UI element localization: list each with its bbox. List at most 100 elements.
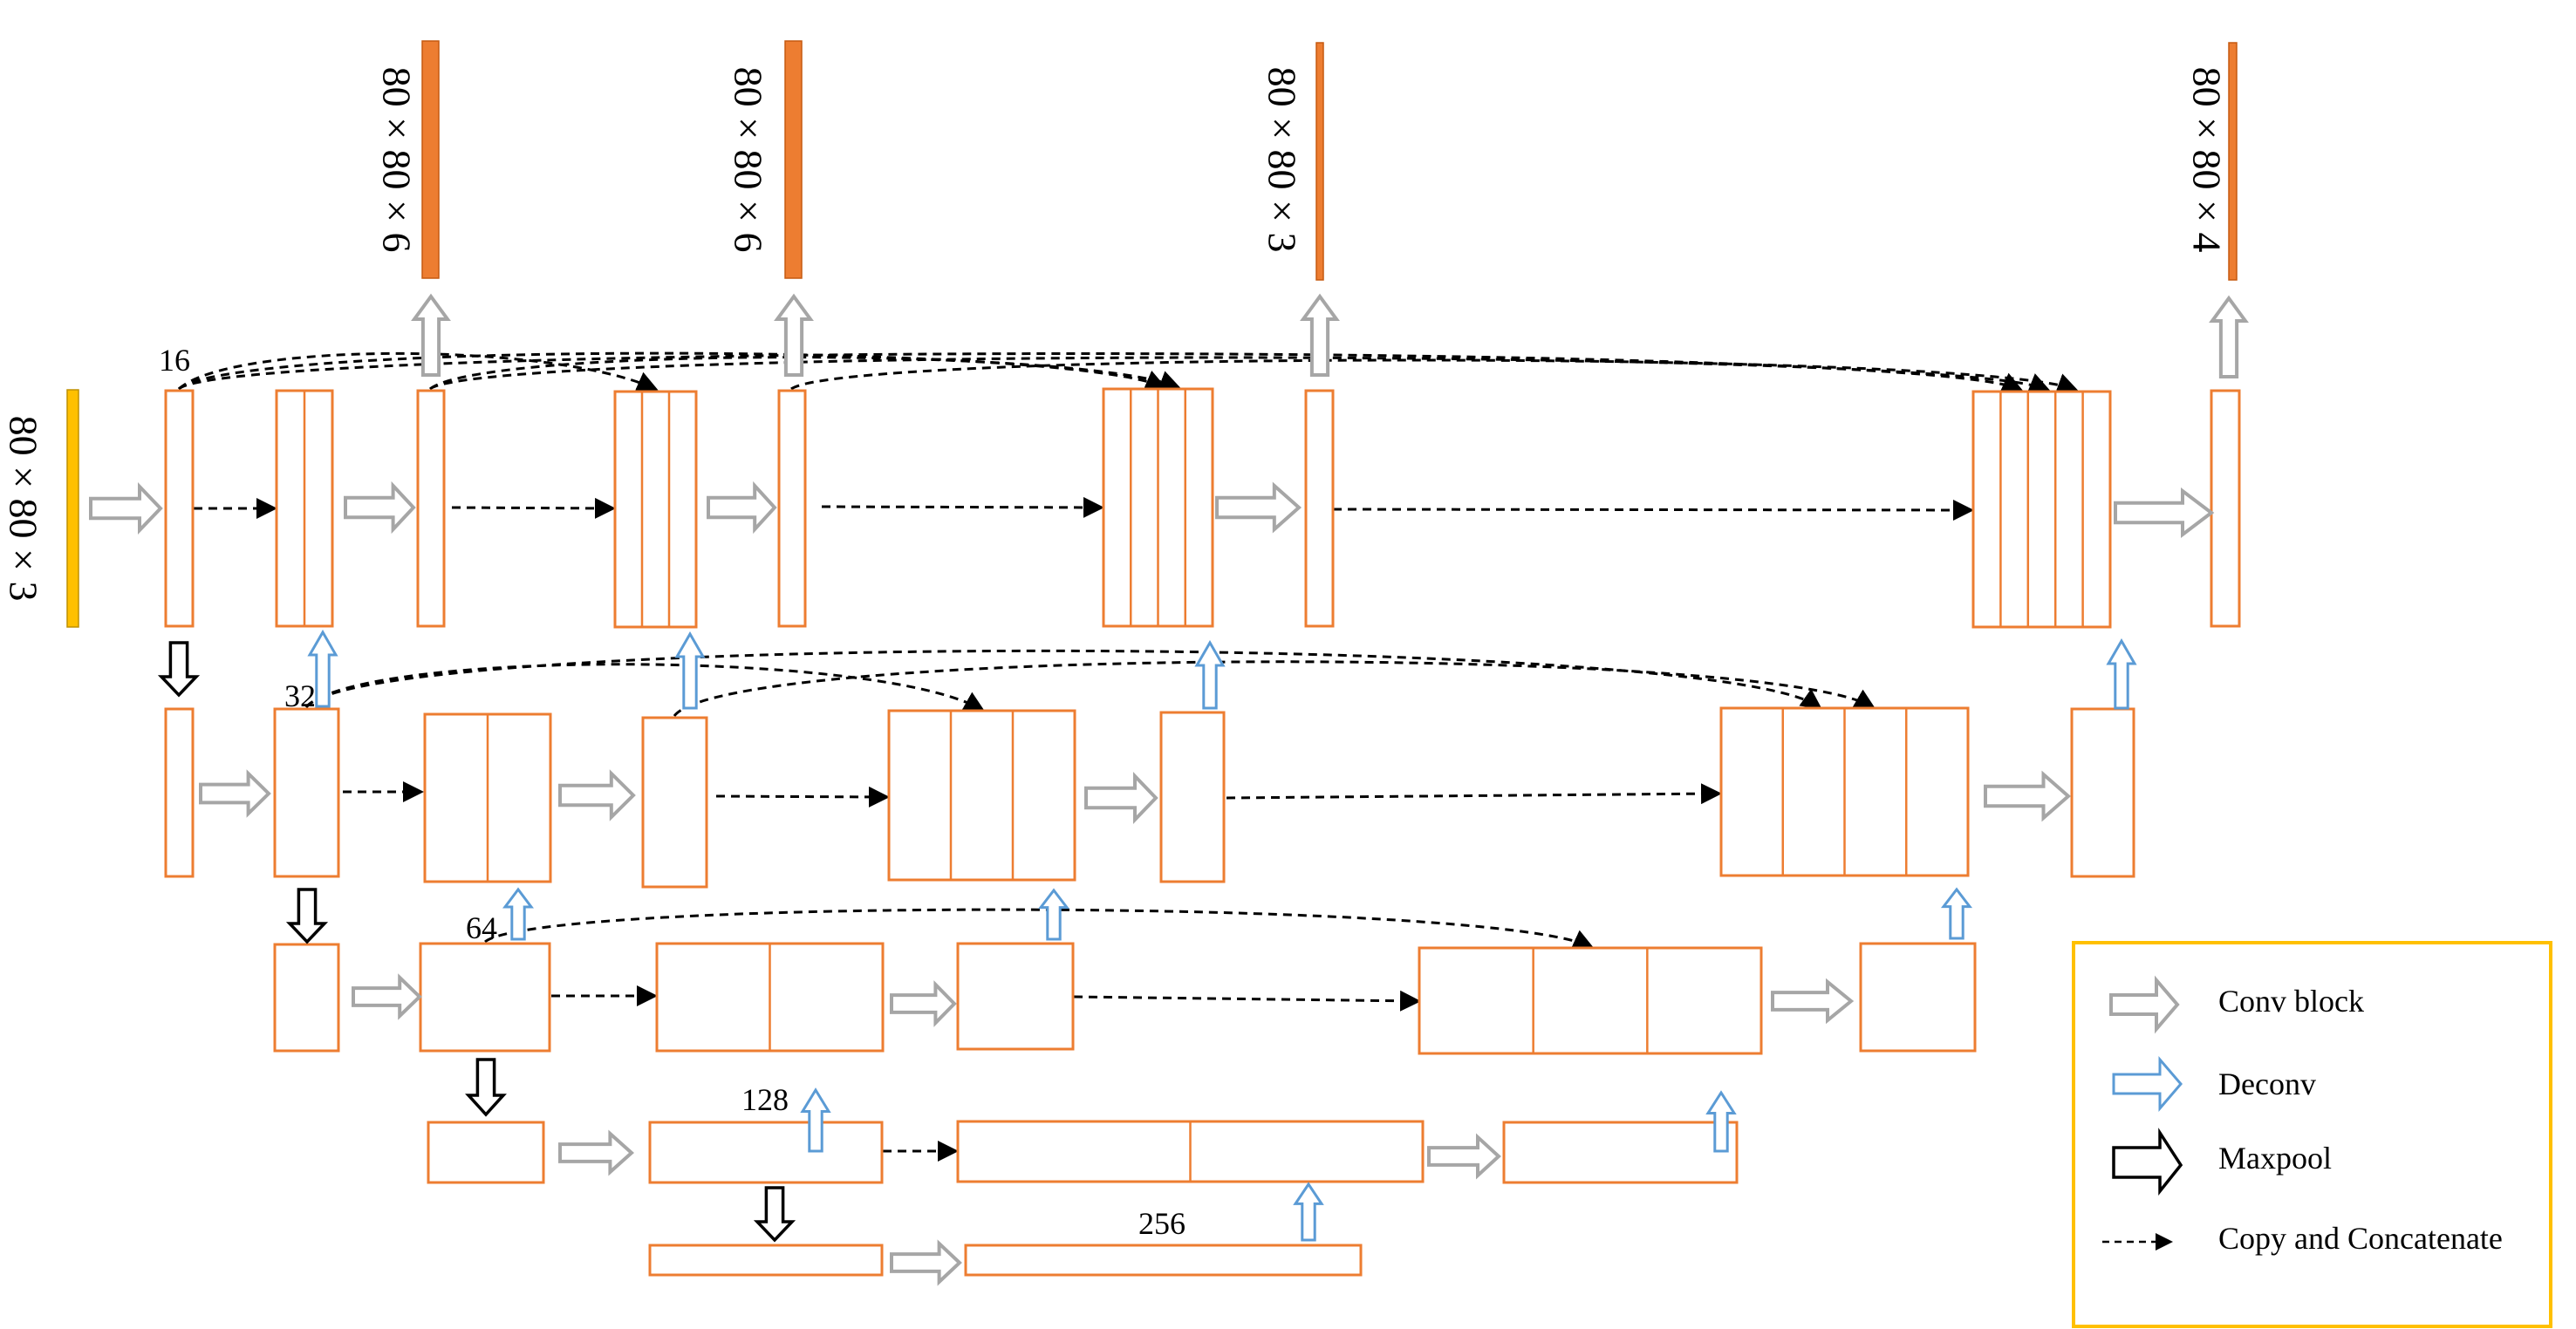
feature-block-l5-1 — [648, 1244, 884, 1277]
feature-block-l1-6 — [1102, 387, 1214, 628]
output-conv-arrow-icon — [411, 293, 451, 377]
channel-label-64: 64 — [466, 910, 497, 945]
conv-block-arrow-icon — [1427, 1133, 1501, 1180]
copy-concatenate-arc — [790, 358, 2079, 394]
feature-map — [419, 942, 551, 1053]
deconv-arrow-icon — [674, 630, 706, 710]
conv-block-arrow-icon — [344, 480, 416, 535]
conv-block-arrow-icon — [2114, 487, 2215, 539]
feature-block-l2-5 — [887, 709, 1076, 882]
output-conv-arrow-icon — [2209, 295, 2249, 378]
output-bar-1 — [421, 40, 440, 279]
feature-block-l2-8 — [2070, 707, 2135, 878]
maxpool-arrow-icon — [465, 1058, 507, 1117]
feature-block-l1-3 — [416, 389, 446, 628]
feature-map — [648, 1244, 884, 1277]
feature-map — [956, 942, 1075, 1051]
deconv-arrow-icon — [2112, 1055, 2183, 1113]
legend-label-conv-block: Conv block — [2218, 984, 2364, 1019]
deconv-arrow-icon — [502, 887, 535, 941]
feature-block-l2-1 — [164, 707, 195, 878]
operation-arrows — [89, 293, 2249, 1286]
legend-item-maxpool: Maxpool — [2112, 1128, 2332, 1196]
feature-map — [427, 1121, 545, 1184]
feature-block-l5-2 — [964, 1244, 1363, 1277]
copy-concatenate-arc — [304, 649, 1822, 710]
outputs: 80 × 80 × 6 80 × 80 × 6 80 × 80 × 3 80 ×… — [374, 40, 2238, 281]
copy-concatenate-arrow — [821, 496, 1104, 518]
copy-concatenate-arc — [429, 356, 2051, 393]
deconv-arrow-icon — [1293, 1182, 1324, 1242]
copy-concatenate-arc — [673, 660, 1876, 717]
output-dimension-label-3: 80 × 80 × 3 — [1260, 67, 1304, 253]
conv-block-arrow-icon — [890, 980, 957, 1027]
conv-block-arrow-icon — [558, 769, 636, 821]
feature-block-l3-2 — [419, 942, 551, 1053]
conv-block-arrow-icon — [352, 973, 422, 1020]
feature-block-l2-4 — [641, 716, 708, 889]
copy-concatenate-arc — [177, 351, 659, 392]
feature-map — [1159, 711, 1226, 883]
feature-block-l4-4 — [1502, 1121, 1739, 1184]
feature-map — [2210, 389, 2241, 628]
input-bar — [66, 389, 79, 628]
legend: Conv block Deconv Maxpool Copy and Conca… — [2072, 941, 2552, 1328]
input-image: 80 × 80 × 3 — [1, 389, 79, 628]
feature-block-l2-6 — [1159, 711, 1226, 883]
copy-concatenate-arc — [484, 908, 1595, 950]
output-conv-arrow-icon — [774, 293, 814, 377]
deconv-arrow-icon — [307, 629, 338, 708]
feature-map — [2070, 707, 2135, 878]
legend-label-deconv: Deconv — [2218, 1067, 2316, 1101]
conv-block-arrow-icon — [558, 1129, 635, 1176]
channel-label-256: 256 — [1138, 1206, 1186, 1241]
deconv-arrow-icon — [1940, 887, 1973, 940]
copy-concatenate-arrow — [715, 786, 890, 808]
conv-block-arrow-icon — [89, 482, 163, 535]
legend-label-maxpool: Maxpool — [2218, 1141, 2332, 1176]
feature-block-l2-3 — [423, 712, 552, 883]
feature-block-l1-1 — [164, 389, 195, 628]
conv-block-arrow-icon — [199, 769, 271, 818]
feature-blocks — [164, 387, 2241, 1277]
copy-concatenate-arc — [178, 351, 1167, 391]
output-bar-4 — [2228, 42, 2238, 281]
conv-block-arrow-icon — [1984, 770, 2072, 822]
deconv-arrow-icon — [2106, 637, 2137, 710]
maxpool-arrow-icon — [157, 641, 201, 698]
deconv-arrow-icon — [1194, 639, 1226, 710]
conv-block-arrow-icon — [707, 480, 777, 535]
output-conv-arrow-icon — [1300, 293, 1340, 377]
feature-map — [1859, 942, 1977, 1053]
conv-block-arrow-icon — [1084, 772, 1158, 824]
feature-map — [777, 389, 807, 628]
feature-map — [964, 1244, 1363, 1277]
feature-map — [648, 1121, 884, 1184]
deconv-arrow-icon — [1705, 1090, 1737, 1153]
feature-block-l3-3 — [655, 942, 885, 1053]
feature-map — [273, 943, 340, 1053]
conv-block-arrow-icon — [890, 1239, 962, 1286]
conv-block-arrow-icon — [1771, 978, 1855, 1025]
legend-item-deconv: Deconv — [2112, 1055, 2316, 1113]
feature-block-l1-7 — [1304, 389, 1335, 628]
deconv-arrow-icon — [1037, 888, 1070, 941]
output-bar-3 — [1315, 42, 1324, 281]
feature-block-l3-6 — [1859, 942, 1977, 1053]
feature-map — [613, 390, 698, 629]
channel-label-16: 16 — [159, 343, 190, 378]
copy-concatenate-arrow — [1073, 990, 1421, 1012]
copy-concatenate-arc — [304, 663, 986, 712]
feature-block-l2-7 — [1719, 706, 1970, 877]
feature-block-l4-2 — [648, 1121, 884, 1184]
feature-map — [1304, 389, 1335, 628]
conv-block-arrow-icon — [2109, 975, 2180, 1034]
input-dimension-label: 80 × 80 × 3 — [1, 416, 45, 602]
feature-block-l1-5 — [777, 389, 807, 628]
maxpool-arrow-icon — [285, 888, 329, 944]
legend-label-copy-concatenate: Copy and Concatenate — [2218, 1221, 2503, 1256]
maxpool-arrow-icon — [753, 1186, 796, 1243]
feature-map — [1971, 390, 2112, 629]
feature-block-l4-3 — [956, 1120, 1425, 1183]
